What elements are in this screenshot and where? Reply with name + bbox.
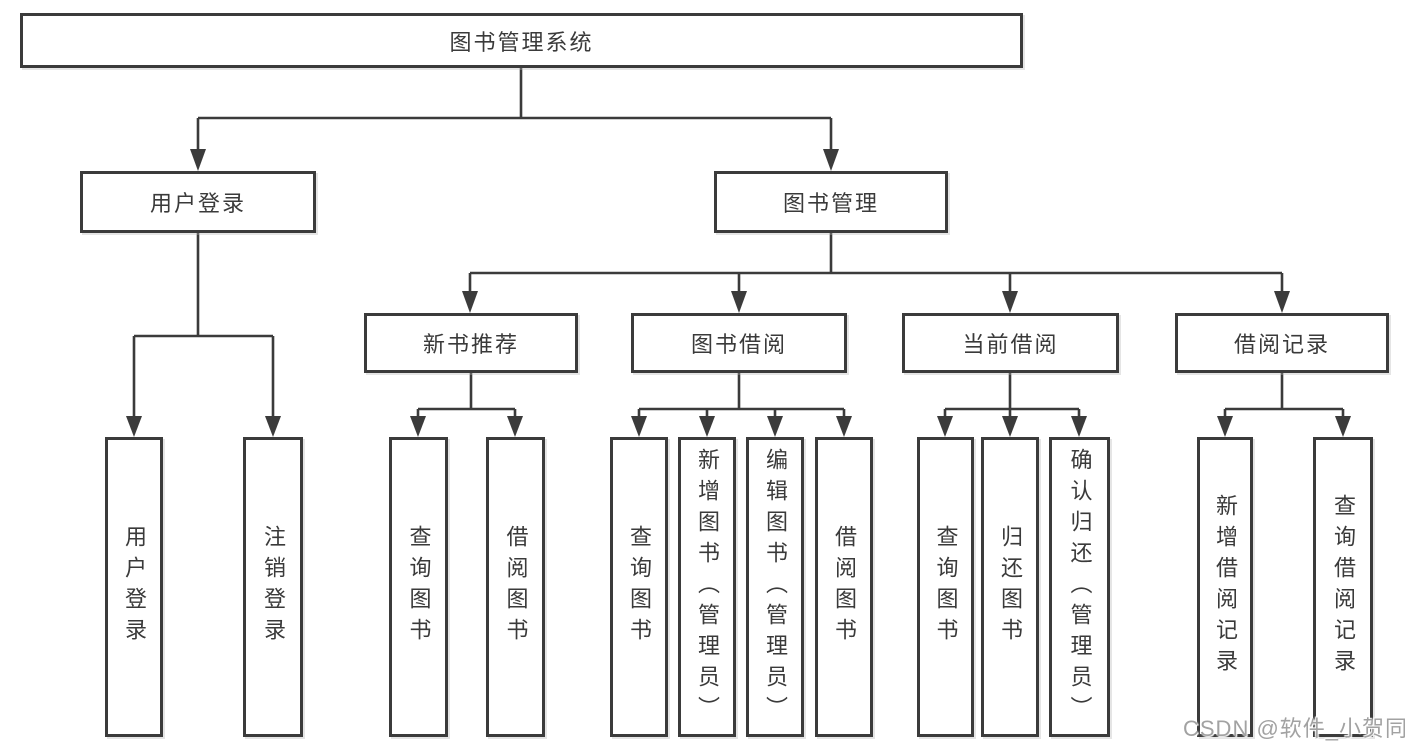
node-label: 确认归还（管理员） bbox=[1067, 447, 1093, 727]
node-label: 图书管理 bbox=[782, 191, 879, 216]
connector-user-login-to-leaves bbox=[126, 233, 281, 437]
leaf-borrow-books: 借阅图书 bbox=[815, 437, 873, 737]
node-label: 借阅图书 bbox=[832, 525, 857, 649]
node-label: 图书管理系统 bbox=[449, 29, 594, 55]
node-label: 借阅图书 bbox=[503, 525, 529, 649]
node-new-book-recommend: 新书推荐 bbox=[364, 313, 578, 373]
connector-book-management-to-level3 bbox=[462, 233, 1290, 313]
node-book-borrow: 图书借阅 bbox=[631, 313, 847, 373]
connector-book-borrow-to-leaves bbox=[631, 373, 852, 437]
leaf-edit-book-admin: 编辑图书（管理员） bbox=[746, 437, 804, 737]
connector-current-borrow-to-leaves bbox=[937, 373, 1087, 437]
node-label: 查询图书 bbox=[406, 525, 432, 649]
node-library-system: 图书管理系统 bbox=[20, 13, 1023, 68]
node-label: 借阅记录 bbox=[1233, 332, 1330, 357]
node-borrow-record: 借阅记录 bbox=[1175, 313, 1389, 373]
node-label: 图书借阅 bbox=[690, 332, 787, 357]
node-user-login-group: 用户登录 bbox=[80, 171, 316, 233]
node-label: 用户登录 bbox=[122, 525, 147, 649]
leaf-query-books-current: 查询图书 bbox=[917, 437, 974, 737]
node-label: 当前借阅 bbox=[962, 332, 1059, 357]
node-label: 查询图书 bbox=[627, 525, 652, 649]
leaf-add-book-admin: 新增图书（管理员） bbox=[678, 437, 736, 737]
node-label: 新书推荐 bbox=[422, 332, 519, 357]
node-current-borrow: 当前借阅 bbox=[902, 313, 1119, 373]
node-book-management: 图书管理 bbox=[714, 171, 948, 233]
connector-borrow-record-to-leaves bbox=[1217, 373, 1351, 437]
leaf-user-login: 用户登录 bbox=[105, 437, 163, 737]
csdn-watermark: CSDN @软件_小贺同学 bbox=[1183, 716, 1405, 741]
leaf-query-borrow-record: 查询借阅记录 bbox=[1313, 437, 1373, 737]
leaf-query-books-recommend: 查询图书 bbox=[389, 437, 448, 737]
leaf-borrow-books-recommend: 借阅图书 bbox=[486, 437, 545, 737]
leaf-add-borrow-record: 新增借阅记录 bbox=[1197, 437, 1253, 737]
connector-root-to-level2 bbox=[190, 68, 839, 171]
leaf-confirm-return-admin: 确认归还（管理员） bbox=[1049, 437, 1110, 737]
leaf-return-books: 归还图书 bbox=[981, 437, 1039, 737]
connector-new-book-to-leaves bbox=[410, 373, 523, 437]
node-label: 新增图书（管理员） bbox=[695, 447, 720, 727]
leaf-query-books-borrow: 查询图书 bbox=[610, 437, 668, 737]
leaf-logout: 注销登录 bbox=[243, 437, 303, 737]
node-label: 新增借阅记录 bbox=[1213, 494, 1238, 680]
node-label: 查询借阅记录 bbox=[1331, 494, 1356, 680]
node-label: 注销登录 bbox=[261, 525, 286, 649]
node-label: 查询图书 bbox=[933, 525, 959, 649]
node-label: 用户登录 bbox=[149, 191, 246, 216]
node-label: 归还图书 bbox=[998, 525, 1023, 649]
node-label: 编辑图书（管理员） bbox=[763, 447, 788, 727]
